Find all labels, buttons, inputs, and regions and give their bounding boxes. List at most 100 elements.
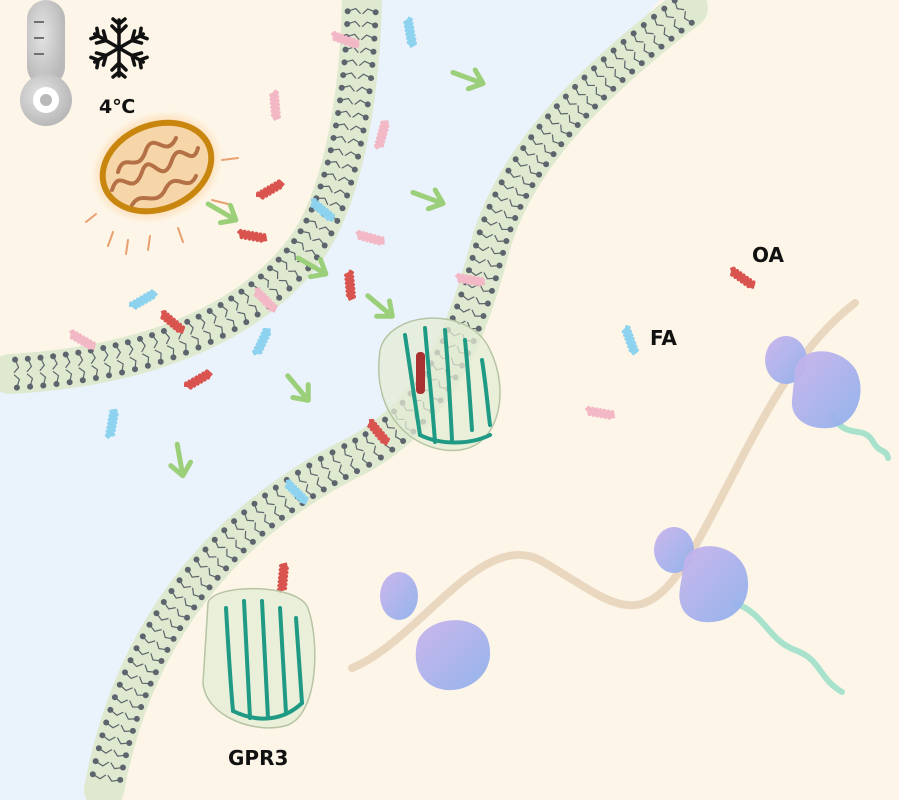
lipid-head	[558, 141, 565, 148]
gpr3-receptor	[202, 587, 316, 729]
lipid-head	[512, 156, 519, 163]
lipid-head	[50, 353, 57, 360]
fatty-acid-molecule	[128, 289, 158, 310]
lipid-head	[241, 509, 248, 516]
lipid-head	[330, 134, 337, 141]
lipid-head	[107, 706, 114, 713]
lipid-head	[149, 332, 156, 339]
peptide-chain	[732, 600, 845, 695]
lipid-head	[492, 191, 499, 198]
lipid-head	[469, 254, 476, 261]
lipid-head	[638, 60, 645, 67]
lipid-head	[157, 358, 164, 365]
lipid-head	[337, 97, 344, 104]
fatty-acid-molecule	[355, 229, 385, 246]
lipid-head	[355, 153, 362, 160]
lipid-head	[248, 281, 255, 288]
lipid-head	[505, 167, 512, 174]
lipid-head	[122, 752, 129, 759]
lipid-head	[168, 587, 175, 594]
lipid-head	[92, 758, 99, 765]
lipid-head	[317, 183, 324, 190]
lipid-head	[219, 332, 226, 339]
lipid-head	[400, 437, 407, 444]
lipid-head	[362, 431, 369, 438]
lipid-head	[583, 112, 590, 119]
lipid-head	[243, 319, 250, 326]
fatty-acid-molecule	[367, 418, 391, 446]
temperature-label: 4℃	[99, 96, 136, 118]
lipid-head	[640, 21, 647, 28]
lipid-head	[629, 68, 636, 75]
lipid-head	[324, 159, 331, 166]
lipid-head	[364, 101, 371, 108]
transport-arrows	[168, 67, 486, 479]
lipid-head	[340, 72, 347, 79]
ribosome	[654, 527, 749, 623]
lipid-head	[572, 83, 579, 90]
lipid-head	[127, 657, 134, 664]
lipid-head	[486, 203, 493, 210]
fatty-acid-molecule	[584, 405, 616, 420]
lipid-head	[601, 94, 608, 101]
lipid-head	[183, 349, 190, 356]
lipid-head	[500, 249, 507, 256]
lipid-head	[170, 354, 177, 361]
ribosome	[765, 336, 861, 429]
lipid-head	[24, 355, 31, 362]
fatty-acid-molecule	[68, 329, 96, 350]
lipid-head	[132, 366, 139, 373]
lipid-head	[600, 56, 607, 63]
fatty-acid-molecule	[269, 89, 282, 122]
lipid-head	[362, 114, 369, 121]
lipid-head	[92, 375, 99, 382]
lipid-head	[341, 443, 348, 450]
oleic-acid-label: OA	[752, 243, 784, 267]
lipid-head	[348, 179, 355, 186]
lipid-head	[231, 556, 238, 563]
lipid-head	[484, 300, 491, 307]
lipid-head	[66, 379, 73, 386]
fatty-acid-molecule	[373, 120, 390, 150]
lipid-head	[146, 621, 153, 628]
lipid-head	[366, 461, 373, 468]
lipid-head	[106, 372, 113, 379]
fatty-acid-molecule	[403, 16, 418, 49]
lipid-head	[528, 134, 535, 141]
transport-arrow	[410, 187, 446, 212]
lipid-head	[119, 764, 126, 771]
snowflake-icon	[88, 17, 150, 79]
lipid-head	[342, 46, 349, 53]
lipid-head	[321, 242, 328, 249]
lipid-head	[231, 326, 238, 333]
lipid-head	[126, 740, 133, 747]
lipid-head	[372, 22, 379, 29]
mitochondrion-icon	[90, 110, 224, 224]
lipid-head	[217, 301, 224, 308]
lipid-head	[562, 93, 569, 100]
lipid-head	[206, 584, 213, 591]
lipid-head	[40, 382, 47, 389]
peptide-chain	[829, 412, 891, 461]
lipid-head	[202, 546, 209, 553]
lipid-head	[545, 113, 552, 120]
lipid-head	[191, 604, 198, 611]
fatty-acid-molecule	[252, 327, 271, 356]
lipid-head	[249, 538, 256, 545]
transport-arrow	[285, 373, 311, 403]
transport-arrow	[365, 293, 395, 319]
lipid-head	[630, 30, 637, 37]
lipid-head	[341, 59, 348, 66]
lipid-head	[536, 171, 543, 178]
lipid-head	[454, 303, 461, 310]
transport-arrow	[168, 441, 194, 479]
lipid-head	[354, 468, 361, 475]
lipid-head	[327, 147, 334, 154]
lipid-head	[591, 65, 598, 72]
lipid-head	[184, 614, 191, 621]
lipid-head	[119, 369, 126, 376]
lipid-head	[13, 384, 20, 391]
lipid-bilayer	[12, 7, 379, 391]
lipid-head	[289, 507, 296, 514]
lipid-head	[79, 377, 86, 384]
